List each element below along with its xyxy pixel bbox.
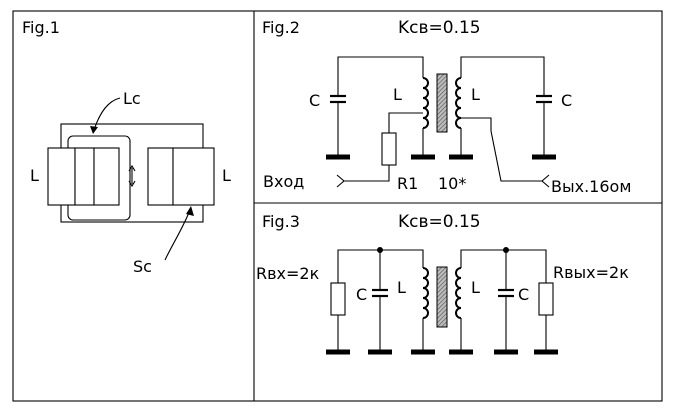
fig1-label-sc: Sc [133,257,152,276]
fig1-label-lc: Lc [123,89,141,108]
fig2-coil-right [455,77,462,129]
fig2-tap-wire [388,112,423,133]
fig3-label-c-right: C [518,285,529,304]
fig3-label-l-left: L [397,278,406,297]
fig3-coil-left [422,267,429,319]
fig2-output-arrow [541,174,550,188]
fig1-right-winding-outer [172,147,215,206]
fig2-label-l-right: L [471,85,480,104]
fig1-left-winding-middle [74,147,95,206]
fig3-label-rin: Rвх=2к [256,264,320,283]
fig3-coupling-label: Kсв=0.15 [398,212,481,232]
fig1-label-left-l: L [30,166,39,185]
fig1-left-winding-inner [93,147,120,206]
fig2-label-r1: R1 [397,174,418,193]
fig1-panel: Fig.1 Lc Sc L L [22,18,231,276]
fig1-right-winding-inner [147,147,174,206]
fig2-label-input: Вход [263,172,304,191]
fig2-label-c-left: C [309,91,320,110]
fig3-ferrite-core [436,266,448,328]
fig2-title: Fig.2 [262,18,300,37]
fig3-label-l-right: L [471,278,480,297]
fig1-sc-leader [164,209,191,261]
fig1-lc-leader [93,97,121,131]
fig3-resistor-rout [538,282,554,316]
fig1-left-winding-outer [47,147,76,206]
fig3-coil-right [455,267,462,319]
fig2-coil-left [422,77,429,129]
fig2-ferrite-core [436,73,448,133]
fig2-panel: Fig.2 Kсв=0.15 C L Вход R1 10* C L [262,18,631,196]
fig3-title: Fig.3 [262,212,300,231]
fig3-label-c-left: C [356,285,367,304]
fig3-resistor-rin [330,282,346,316]
fig2-left-tank-wire [337,56,424,157]
fig2-right-tank-wire [460,56,545,157]
fig2-label-l-left: L [393,85,402,104]
fig2-label-c-right: C [561,91,572,110]
fig2-coupling-label: Kсв=0.15 [398,18,481,38]
fig3-label-rout: Rвых=2к [553,263,629,282]
fig2-output-wire [461,117,543,182]
fig2-input-wire [343,165,390,182]
fig2-label-core: 10* [438,174,466,193]
fig2-label-output: Вых.16ом [551,177,631,196]
fig1-title: Fig.1 [22,18,60,37]
fig1-label-right-l: L [222,166,231,185]
outer-frame [12,10,663,402]
fig3-panel: Fig.3 Kсв=0.15 Rвх=2к C L L [256,212,629,355]
fig2-resistor-r1 [381,132,397,166]
fig2-input-arrow [336,174,345,188]
